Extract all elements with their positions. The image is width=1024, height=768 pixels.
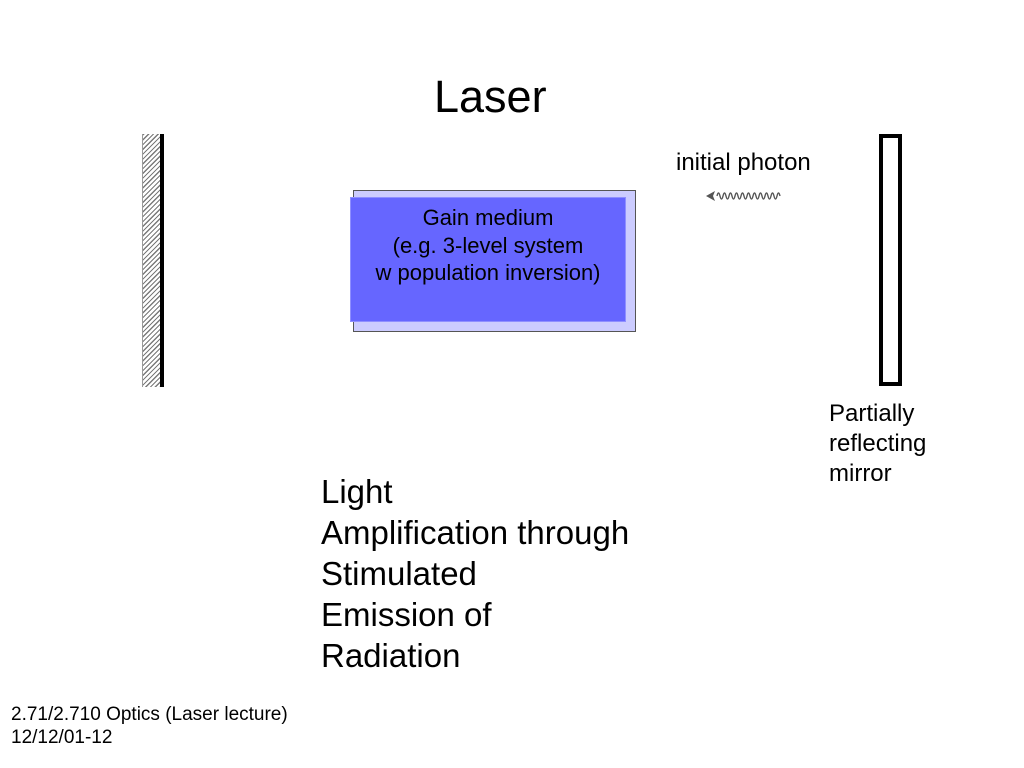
mirror-icon bbox=[879, 134, 902, 386]
gain-medium-line: (e.g. 3-level system bbox=[392, 232, 584, 258]
gain-medium-label: Gain medium (e.g. 3-level system w popul… bbox=[350, 204, 626, 287]
slide-title: Laser bbox=[434, 71, 547, 122]
output-mirror-label-line: Partially bbox=[829, 400, 915, 427]
footer-date: 12/12/01-12 bbox=[11, 727, 113, 748]
acronym-line: Amplification through bbox=[321, 514, 630, 551]
initial-photon-label: initial photon bbox=[676, 149, 811, 176]
acronym-line: Stimulated bbox=[321, 555, 477, 592]
acronym-line: Radiation bbox=[321, 637, 461, 674]
left-mirror-surface bbox=[160, 134, 164, 387]
hatched-mirror-icon bbox=[142, 134, 160, 387]
gain-medium-line: Gain medium bbox=[422, 205, 554, 230]
laser-acronym: Light Amplification through Stimulated E… bbox=[321, 471, 629, 676]
gain-medium-box bbox=[350, 197, 626, 322]
footer-course: 2.71/2.710 Optics (Laser lecture) bbox=[11, 704, 288, 725]
output-mirror-label-line: mirror bbox=[829, 460, 892, 487]
gain-medium-line: w population inversion) bbox=[375, 260, 601, 285]
wavy-arrow-left-icon bbox=[706, 191, 781, 201]
photon-wave bbox=[716, 192, 781, 200]
output-mirror-label: Partially reflecting mirror bbox=[829, 399, 926, 489]
slide-footer: 2.71/2.710 Optics (Laser lecture) 12/12/… bbox=[11, 703, 288, 749]
acronym-line: Light bbox=[321, 473, 393, 510]
photon-arrowhead bbox=[706, 191, 715, 201]
output-mirror-label-line: reflecting bbox=[829, 430, 927, 457]
acronym-line: Emission of bbox=[321, 596, 492, 633]
